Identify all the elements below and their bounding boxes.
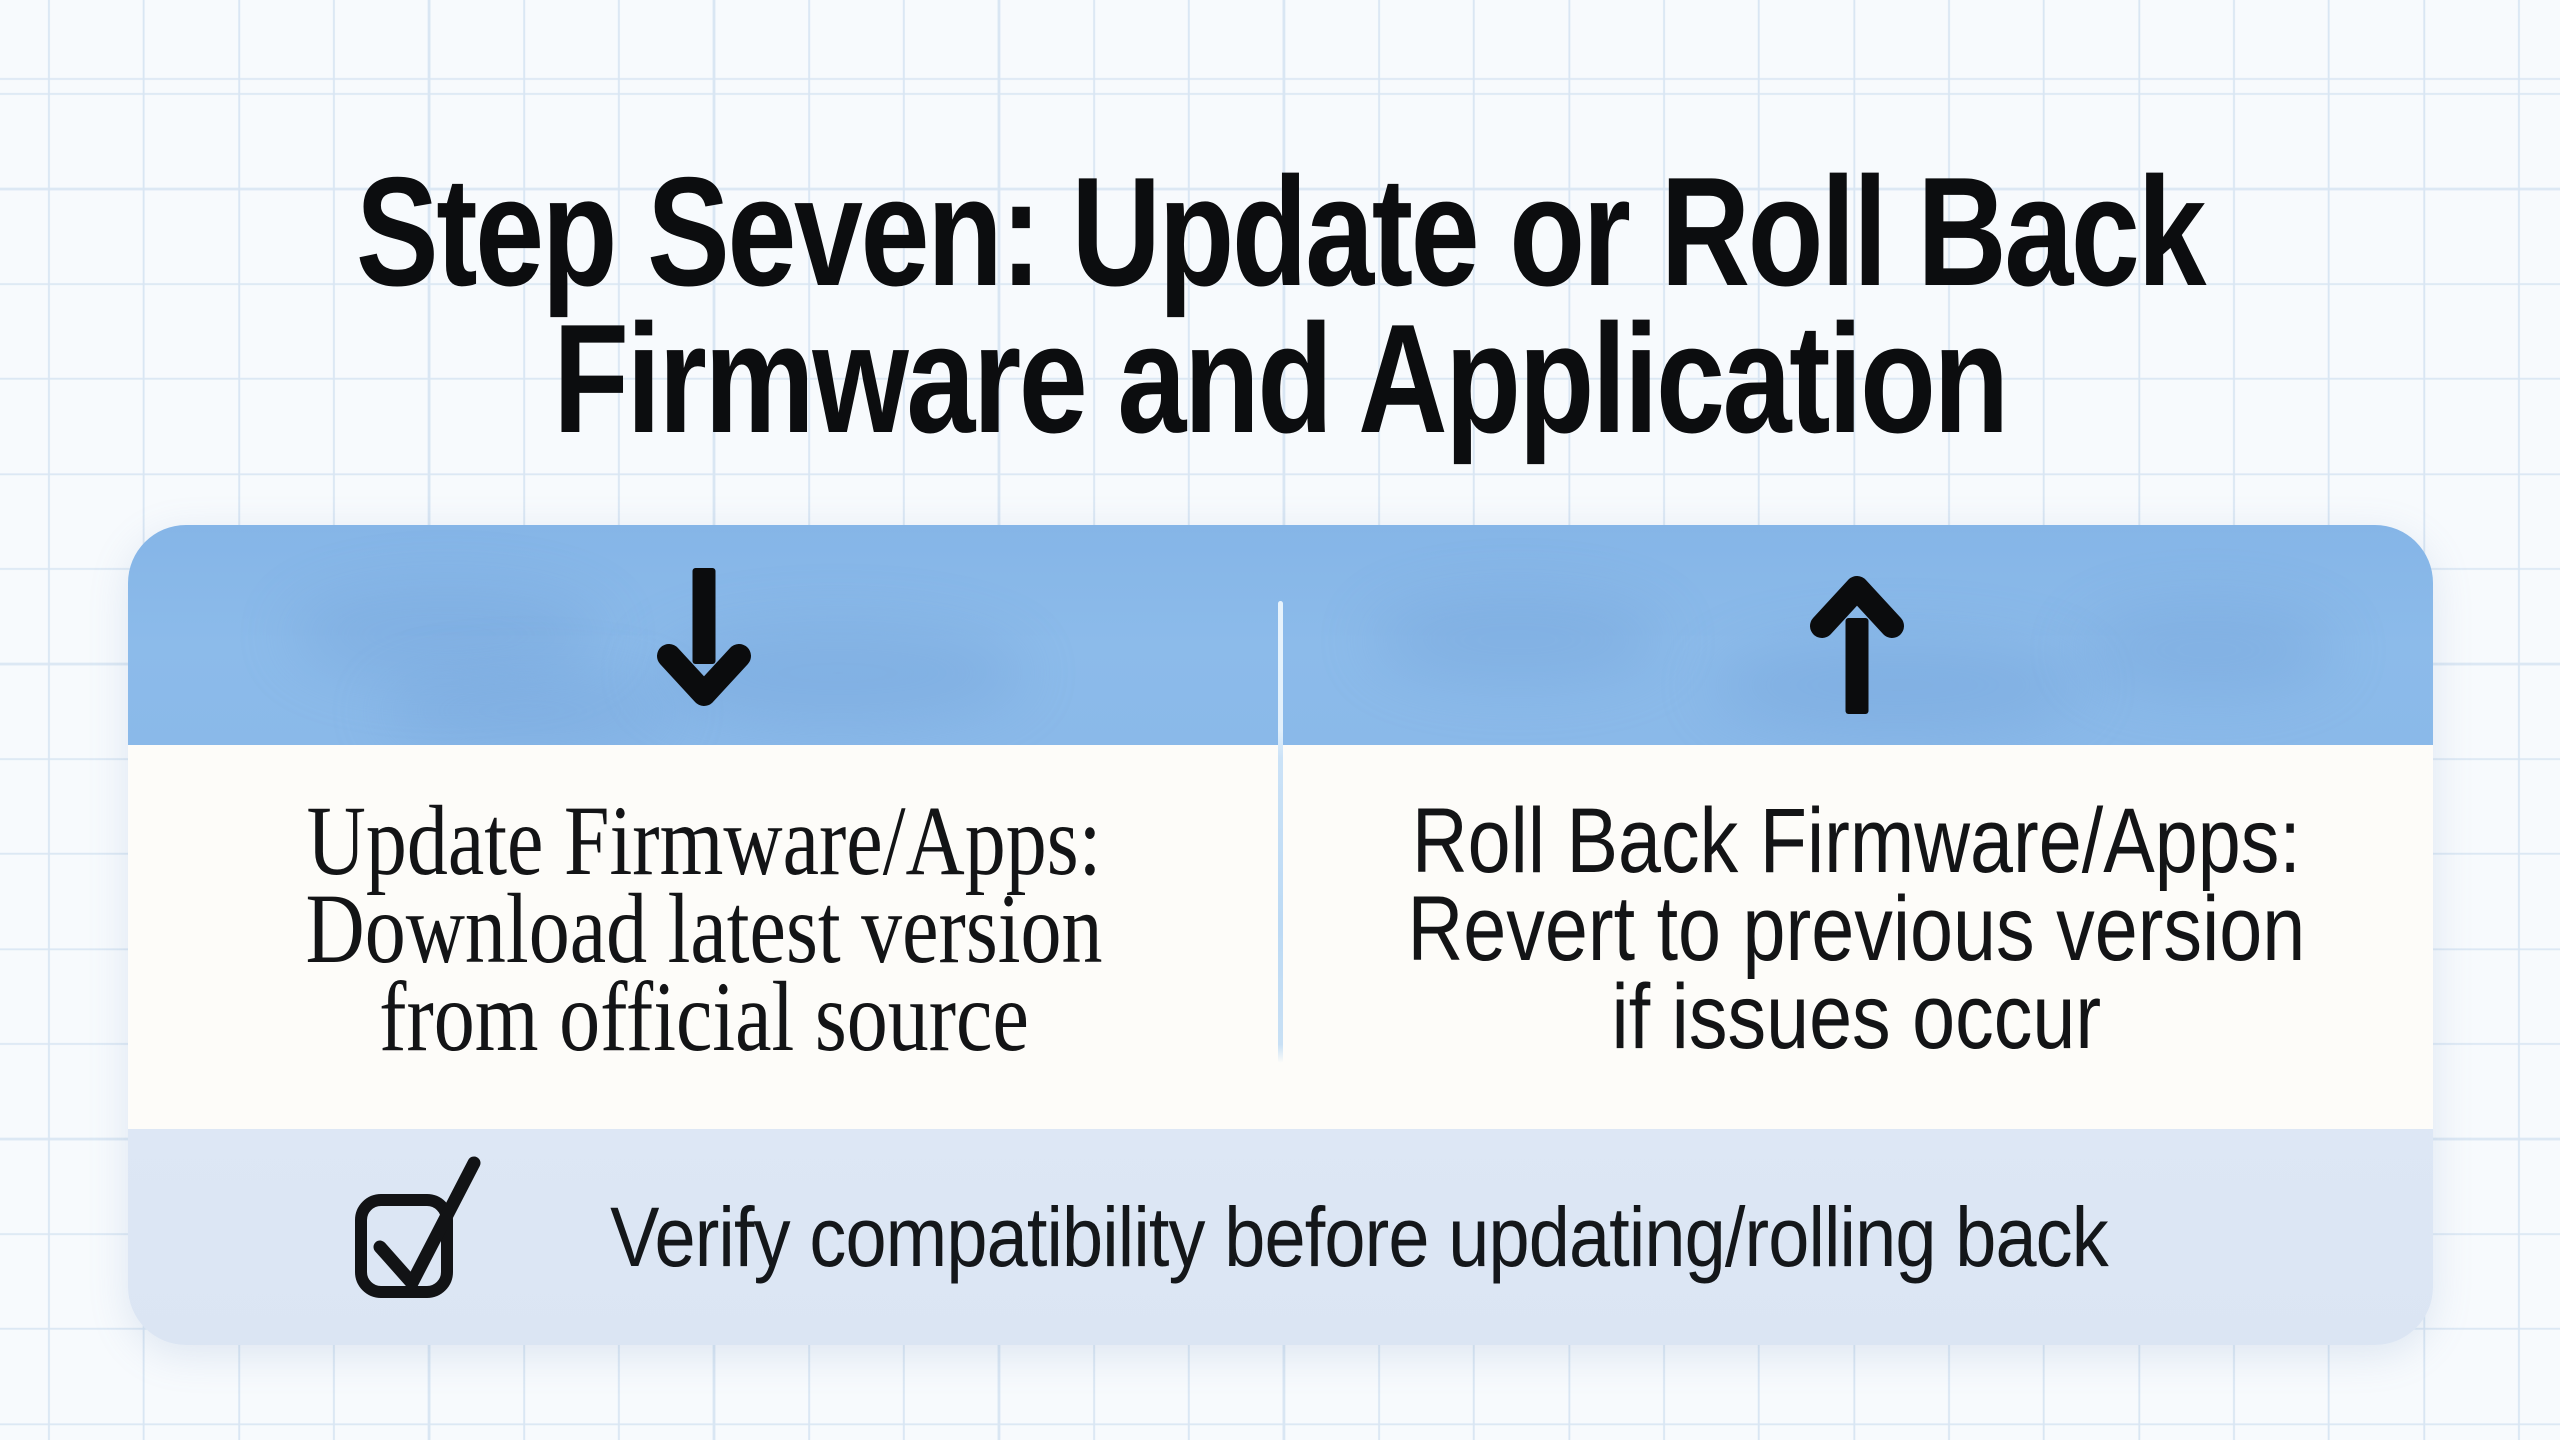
rollback-text-line-3: if issues occur: [1611, 966, 2102, 1068]
page-title: Step Seven: Update or Roll Back Firmware…: [256, 145, 2304, 465]
update-text-line-1: Update Firmware/Apps:: [306, 785, 1102, 896]
arrow-up-icon: [1809, 576, 1904, 714]
update-text-line-2: Download latest version: [305, 873, 1103, 984]
rollback-text-line-2: Revert to previous version: [1407, 878, 2306, 980]
page-title-line-1: Step Seven: Update or Roll Back: [355, 145, 2206, 318]
update-column: Update Firmware/Apps: Download latest ve…: [128, 745, 1281, 1129]
update-column-text: Update Firmware/Apps: Download latest ve…: [305, 785, 1103, 1072]
header-left-cell: [128, 525, 1281, 745]
rollback-column-text: Roll Back Firmware/Apps: Revert to previ…: [1407, 790, 2306, 1068]
comparison-card: Update Firmware/Apps: Download latest ve…: [128, 525, 2433, 1345]
checkbox-checked-icon: [354, 1156, 481, 1298]
card-footer-band: Verify compatibility before updating/rol…: [128, 1129, 2433, 1345]
rollback-text-line-1: Roll Back Firmware/Apps:: [1412, 790, 2302, 892]
rollback-column: Roll Back Firmware/Apps: Revert to previ…: [1281, 745, 2434, 1129]
column-divider: [1278, 601, 1283, 1063]
page-title-line-2: Firmware and Application: [553, 292, 2009, 465]
header-right-cell: [1281, 525, 2434, 745]
update-text-line-3: from official source: [379, 961, 1030, 1072]
arrow-down-icon: [657, 568, 752, 706]
footer-note: Verify compatibility before updating/rol…: [609, 1189, 2109, 1284]
